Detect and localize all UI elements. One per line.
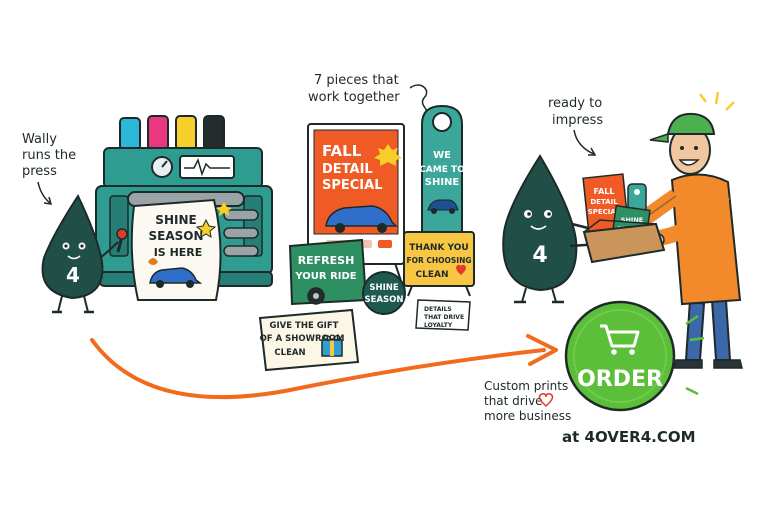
gift-icon xyxy=(321,334,343,357)
order-button[interactable]: ORDER xyxy=(564,300,676,412)
press-monitor xyxy=(179,155,235,179)
ready-caption-line-2: impress xyxy=(552,113,603,128)
shine-season-badge: SHINE SEASON xyxy=(362,271,406,315)
gift-card-line-1: GIVE THE GIFT xyxy=(270,321,339,331)
door-hanger-line-2: CAME TO xyxy=(419,165,465,175)
delivery-person xyxy=(621,91,743,369)
business-card: DETAILS THAT DRIVE LOYALTY xyxy=(415,299,471,331)
door-hanger-line-1: WE xyxy=(433,150,451,161)
tagline-line-3: more business xyxy=(484,409,571,423)
box-poster-line-2: DETAIL xyxy=(590,198,618,206)
wally-caption-line-3: press xyxy=(22,164,57,179)
car-icon xyxy=(427,199,459,214)
car-icon xyxy=(325,205,398,233)
thank-you-sign: THANK YOU FOR CHOOSING CLEAN xyxy=(403,231,475,297)
business-card-line-3: LOYALTY xyxy=(424,322,453,329)
wally-caption: Wally runs the press xyxy=(22,132,76,205)
tagline-line-1: Custom prints xyxy=(484,379,568,393)
cyan-ink-cartridge xyxy=(119,117,141,151)
waveform-icon xyxy=(184,157,230,177)
badge-line-2: SEASON xyxy=(365,295,404,305)
website-link[interactable]: at 4OVER4.COM xyxy=(562,428,696,446)
box-poster-line-3: SPECIAL xyxy=(588,208,621,216)
badge-line-1: SHINE xyxy=(369,283,399,293)
banner-line-1: SHINE xyxy=(155,213,196,227)
cart-icon xyxy=(600,324,640,355)
ready-caption: ready to impress xyxy=(548,96,603,156)
thank-you-line-2: FOR CHOOSING xyxy=(406,256,471,265)
sparkle-icon xyxy=(216,202,232,216)
gift-card-line-2: OF A SHOWROOM xyxy=(260,334,345,344)
flow-arrow xyxy=(90,334,558,400)
sparkle-icon xyxy=(195,218,217,238)
black-ink-cartridge xyxy=(203,115,225,151)
refresh-line-1: REFRESH xyxy=(298,254,355,267)
leaf-icon xyxy=(374,144,402,166)
poster-line-3: SPECIAL xyxy=(322,178,383,193)
pieces-caption-line-2: work together xyxy=(308,90,400,105)
box-poster-line-1: FALL xyxy=(594,187,615,196)
ready-caption-arrow xyxy=(573,129,595,155)
business-card-line-2: THAT DRIVE xyxy=(424,314,464,321)
door-hanger: WE CAME TO SHINE xyxy=(419,104,465,259)
ready-caption-line-1: ready to xyxy=(548,96,602,111)
banner-line-3: IS HERE xyxy=(154,246,203,259)
heart-icon xyxy=(538,393,554,408)
wally-caption-line-1: Wally xyxy=(22,132,57,147)
pieces-caption-line-1: 7 pieces that xyxy=(314,73,399,88)
yellow-ink-cartridge xyxy=(175,115,197,151)
shine-season-print: SHINE SEASON IS HERE xyxy=(130,198,222,301)
wally-caption-line-2: runs the xyxy=(22,148,76,163)
refresh-line-2: YOUR RIDE xyxy=(294,271,356,282)
thank-you-line-3: CLEAN xyxy=(416,270,449,280)
gift-card: GIVE THE GIFT OF A SHOWROOM CLEAN xyxy=(258,308,360,372)
door-hanger-line-3: SHINE xyxy=(425,177,460,188)
mascot-number: 4 xyxy=(66,263,80,287)
order-button-label: ORDER xyxy=(577,367,663,392)
wally-caption-arrow xyxy=(37,181,51,204)
box-card-line-1: SHINE xyxy=(621,216,643,224)
mascot-number: 4 xyxy=(532,243,547,268)
tagline: Custom prints that drive more business xyxy=(484,379,571,423)
leaf-icon xyxy=(148,258,158,265)
magenta-ink-cartridge xyxy=(147,115,169,151)
website-text[interactable]: at 4OVER4.COM xyxy=(562,428,696,446)
banner-line-2: SEASON xyxy=(148,229,203,243)
refresh-sign: REFRESH YOUR RIDE xyxy=(288,238,368,306)
green-cap xyxy=(666,112,716,135)
business-card-line-1: DETAILS xyxy=(424,306,452,313)
print-box: FALL DETAIL SPECIAL SHINE SEASON xyxy=(582,173,666,264)
heart-icon xyxy=(456,264,466,275)
thank-you-line-1: THANK YOU xyxy=(409,243,468,253)
pieces-caption: 7 pieces that work together xyxy=(308,73,433,124)
gift-card-line-3: CLEAN xyxy=(274,348,305,358)
car-icon xyxy=(149,267,203,288)
poster-line-2: DETAIL xyxy=(322,162,373,177)
wally-mascot: 4 xyxy=(41,193,119,314)
wally-mascot-delivery: 4 xyxy=(502,154,605,304)
tagline-line-2: that drive xyxy=(484,394,543,408)
poster-line-1: FALL xyxy=(322,142,362,160)
burst-lines xyxy=(685,314,699,326)
